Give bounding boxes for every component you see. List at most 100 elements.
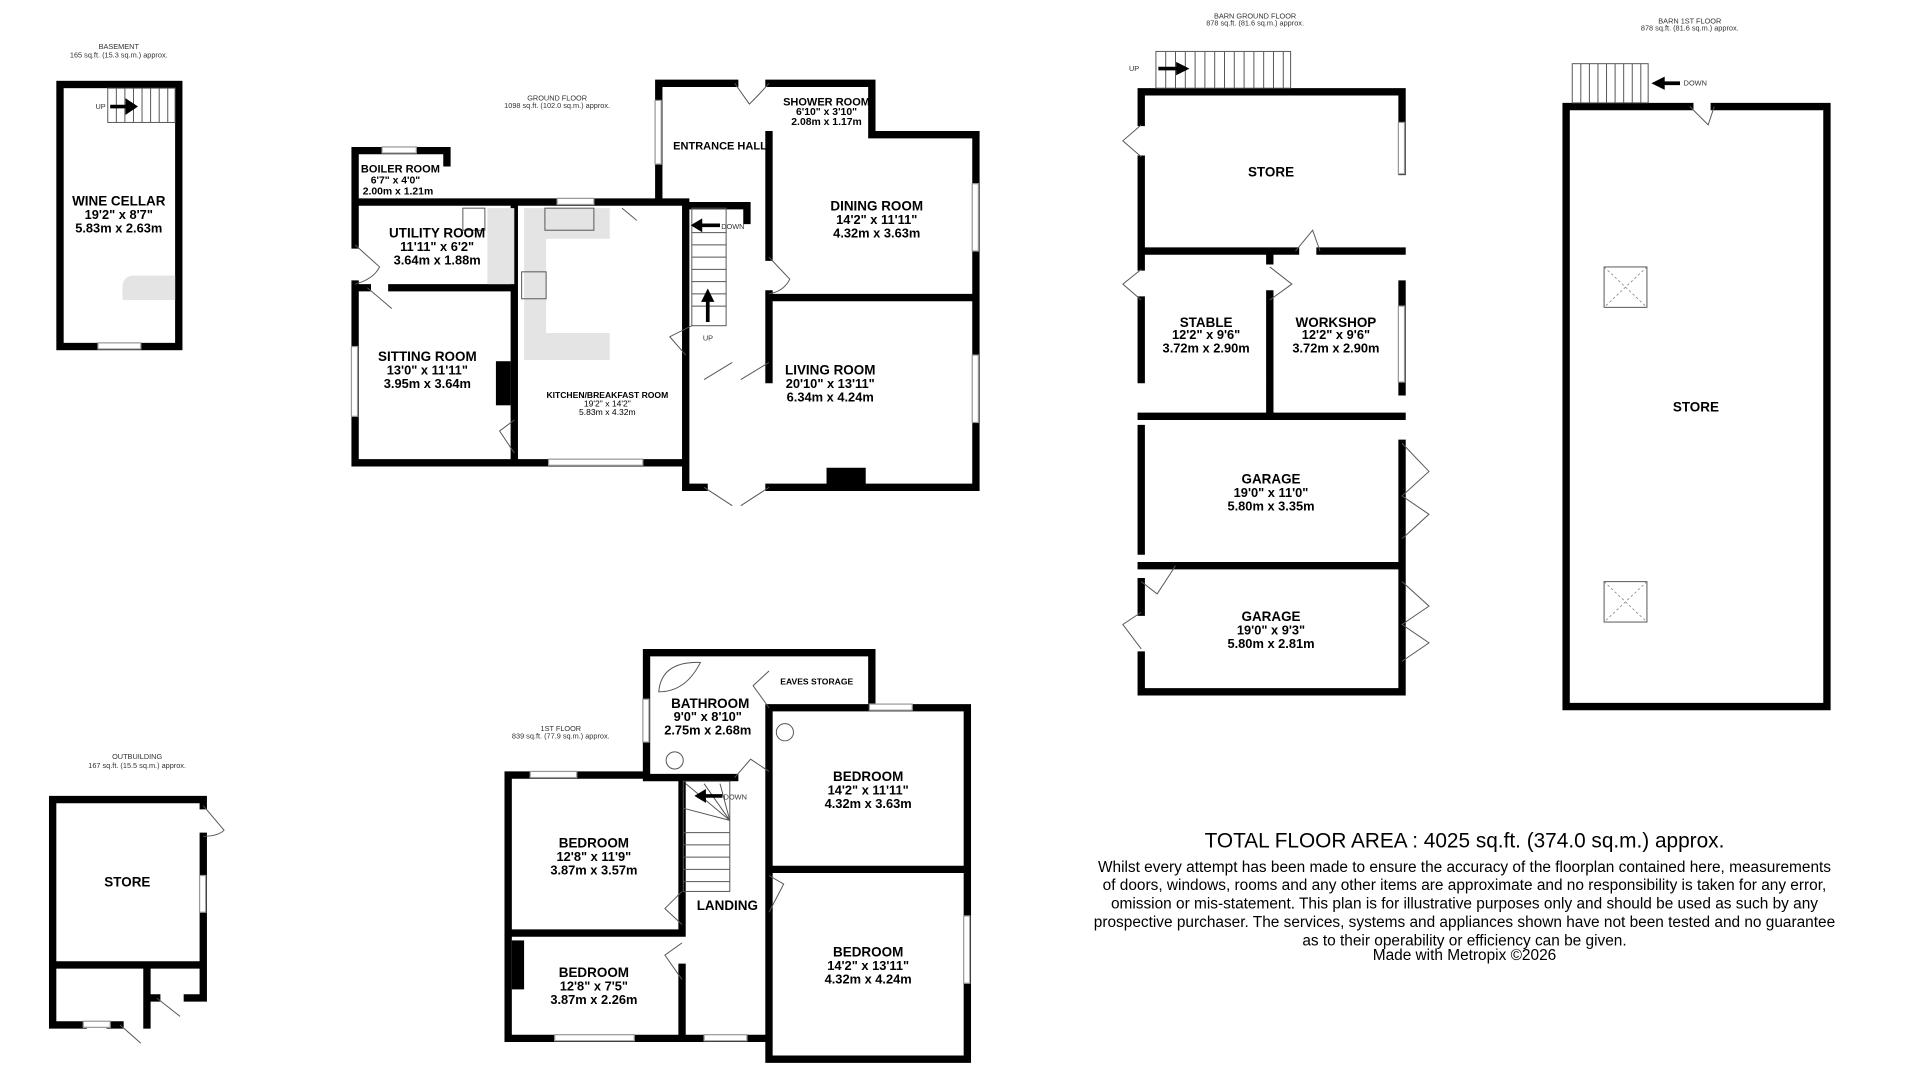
room-dim-metric: 2.00m x 1.21m [363, 187, 433, 198]
disclaimer-line: as to their operability or efficiency ca… [1302, 932, 1626, 949]
total-floor-area: TOTAL FLOOR AREA : 4025 sq.ft. (374.0 sq… [1205, 829, 1725, 852]
fireplace [495, 361, 511, 406]
basement-plan: BASEMENT 165 sq.ft. (15.3 sq.m.) approx.… [56, 42, 183, 351]
room-name: SHOWER ROOM [783, 96, 870, 108]
bath-icon [658, 661, 702, 693]
window [82, 1020, 111, 1028]
room-name: LIVING ROOM [785, 363, 875, 378]
room-dim-metric: 2.75m x 2.68m [664, 723, 751, 738]
window [97, 342, 142, 350]
floor-name: GROUND FLOOR [527, 93, 587, 102]
skylight-icon [1603, 581, 1648, 623]
room-name: BATHROOM [671, 696, 749, 711]
window [868, 703, 913, 711]
basin-icon [775, 723, 794, 742]
room-name: ENTRANCE HALL [673, 140, 767, 152]
stair-label: UP [703, 333, 713, 342]
arrow-icon [1158, 61, 1190, 76]
room-name: BEDROOM [833, 944, 903, 959]
room-dim-metric: 3.87m x 3.57m [550, 862, 637, 877]
arrow-icon [1651, 76, 1680, 90]
arrow-icon [690, 218, 720, 233]
barn-first-floor-plan: BARN 1ST FLOOR 878 sq.ft. (81.6 sq.m.) a… [1562, 16, 1831, 711]
room-name: BEDROOM [833, 769, 903, 784]
disclaimer-line: of doors, windows, rooms and any other i… [1103, 877, 1827, 894]
stairs [1571, 63, 1649, 104]
room-dim-metric: 3.72m x 2.90m [1292, 341, 1379, 356]
room-dim-metric: 3.64m x 1.88m [394, 252, 481, 267]
window [556, 197, 595, 206]
chimney [511, 940, 525, 990]
floor-name: 1ST FLOOR [541, 724, 582, 733]
window [1397, 121, 1406, 175]
stair-label: UP [96, 102, 106, 111]
room-name: STORE [1248, 164, 1294, 179]
room-name: GARAGE [1241, 472, 1300, 487]
room-name: UTILITY ROOM [389, 226, 485, 241]
barn-ground-floor-plan: BARN GROUND FLOOR 878 sq.ft. (81.6 sq.m.… [1122, 11, 1430, 696]
window [971, 183, 979, 252]
door-swing [1689, 106, 1715, 126]
room-dim-metric: 3.95m x 3.64m [384, 376, 471, 391]
room-dim-imperial: 14'2" x 13'11" [827, 958, 909, 973]
room-name: BEDROOM [559, 965, 629, 980]
room-dim-imperial: 12'8" x 11'9" [557, 849, 632, 864]
room-dim-metric: 5.80m x 3.35m [1227, 499, 1314, 514]
room-dim-imperial: 12'8" x 7'5" [560, 979, 628, 994]
floor-area: 839 sq.ft. (77.9 sq.m.) approx. [512, 731, 610, 740]
window [529, 770, 578, 779]
room-dim-imperial: 9'0" x 8'10" [674, 709, 742, 724]
wall [351, 79, 980, 492]
room-name: KITCHEN/BREAKFAST ROOM [546, 390, 668, 400]
floor-area: 878 sq.ft. (81.6 sq.m.) approx. [1641, 24, 1739, 33]
fireplace [826, 467, 866, 485]
stair-label: UP [1129, 64, 1139, 73]
room-dim-imperial: 14'2" x 11'11" [828, 783, 909, 798]
credit: Made with Metropix ©2026 [1373, 947, 1556, 964]
hob-icon [521, 271, 547, 300]
window [381, 146, 417, 154]
window [1397, 305, 1406, 383]
disclaimer-line: omission or mis-statement. This plan is … [1111, 896, 1818, 913]
room-dim-imperial: 13'0" x 11'11" [387, 363, 468, 378]
room-name: SITTING ROOM [378, 349, 477, 364]
window [198, 874, 207, 913]
room-dim-imperial: 6'10" x 3'10" [796, 107, 857, 118]
room-dim-metric: 5.80m x 2.81m [1227, 636, 1314, 651]
room-dim-imperial: 19'0" x 11'0" [1234, 485, 1309, 500]
room-name: BOILER ROOM [361, 164, 440, 176]
arrow-icon [694, 789, 723, 803]
worktop [487, 208, 610, 360]
floor-name: BARN GROUND FLOOR [1214, 11, 1296, 20]
floor-area: 165 sq.ft. (15.3 sq.m.) approx. [70, 51, 168, 60]
basin-icon [665, 751, 684, 770]
room-dim-metric: 6.34m x 4.24m [787, 390, 874, 405]
disclaimer-line: Whilst every attempt has been made to en… [1098, 859, 1831, 876]
sink-icon [544, 207, 595, 231]
wall [1137, 88, 1406, 696]
window [703, 1034, 748, 1042]
room-name: STORE [104, 875, 150, 890]
room-dim-metric: 5.83m x 2.63m [75, 221, 162, 236]
outbuilding-plan: OUTBUILDING 167 sq.ft. (15.5 sq.m.) appr… [48, 752, 225, 1044]
room-dim-imperial: 12'2" x 9'6" [1172, 327, 1240, 342]
footer-notes: TOTAL FLOOR AREA : 4025 sq.ft. (374.0 sq… [1094, 829, 1835, 964]
window [654, 99, 662, 165]
floor-area: 167 sq.ft. (15.5 sq.m.) approx. [88, 761, 186, 770]
window [350, 345, 359, 417]
door-swing [664, 670, 785, 980]
window [971, 354, 979, 424]
door-swing [1122, 124, 1430, 662]
room-dim-imperial: 20'10" x 13'11" [786, 376, 875, 391]
window [642, 698, 650, 743]
stair-label: DOWN [724, 793, 747, 802]
door-swing [119, 805, 225, 1044]
room-name: LANDING [697, 898, 758, 913]
room-name: GARAGE [1241, 609, 1300, 624]
room-dim-metric: 3.72m x 2.90m [1163, 341, 1250, 356]
counter [122, 275, 176, 300]
room-dim-imperial: 19'0" x 9'3" [1237, 622, 1305, 637]
stair-label: DOWN [1684, 79, 1707, 88]
room-dim-metric: 5.83m x 4.32m [579, 407, 636, 417]
